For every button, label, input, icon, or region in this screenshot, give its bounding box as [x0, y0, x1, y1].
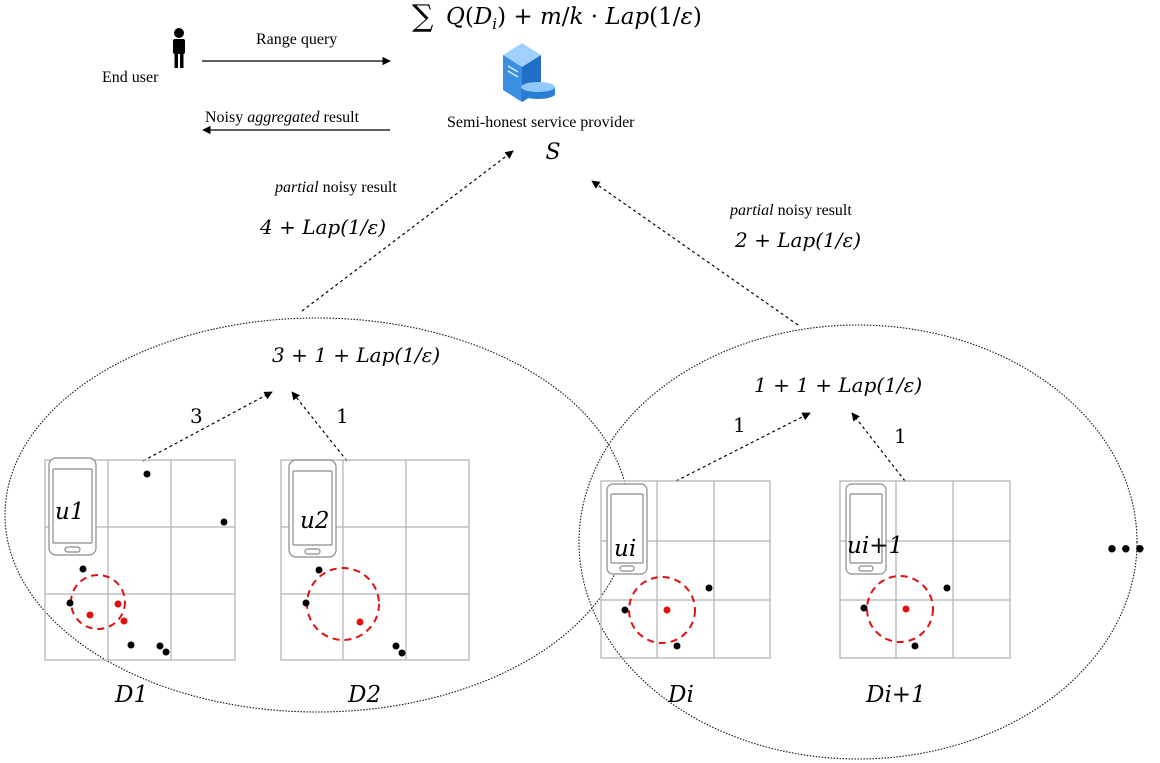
phone-icon	[288, 459, 337, 558]
left-group-sum: 3 + 1 + Lap(1/ε)	[272, 343, 440, 367]
svg-text:∑: ∑	[412, 0, 434, 34]
user-label: ui	[614, 536, 636, 562]
server-icon	[503, 43, 555, 102]
phone-icon	[48, 457, 97, 556]
grid-di	[600, 480, 771, 659]
points	[66, 470, 228, 656]
range-region	[628, 576, 696, 644]
range-region	[866, 575, 934, 643]
dataset-d1: u1 D1	[44, 457, 236, 708]
left-partial-value: 4 + Lap(1/ε)	[259, 215, 386, 239]
range-query-label: Range query	[256, 31, 337, 48]
right-count-a: 1	[733, 413, 746, 437]
points	[860, 584, 951, 650]
user-label: u1	[55, 499, 84, 525]
left-partial-label: partial noisy result	[274, 179, 397, 196]
dataset-label: Di+1	[865, 682, 926, 708]
end-user-label: End user	[102, 69, 159, 86]
svg-text:Q(Di) + m/k · Lap(1/ε): Q(Di) + m/k · Lap(1/ε)	[446, 4, 702, 33]
dataset-di-plus-1: ui+1 Di+1	[839, 480, 1011, 708]
dataset-d2: u2 D2	[280, 459, 470, 708]
dataset-di: ui Di	[600, 480, 771, 708]
right-group-bubble	[578, 324, 1138, 760]
provider-label: Semi-honest service provider	[447, 114, 635, 131]
left-partial-arrow	[301, 150, 514, 312]
points	[302, 566, 406, 657]
points	[621, 584, 713, 650]
dataset-label: Di	[667, 682, 694, 708]
right-group-sum: 1 + 1 + Lap(1/ε)	[754, 373, 922, 397]
left-count-a: 3	[190, 404, 203, 428]
ellipsis: ...	[1105, 515, 1147, 562]
dataset-label: D1	[114, 682, 148, 708]
provider-symbol: S	[545, 140, 560, 165]
end-user-icon	[173, 28, 185, 68]
user-label: u2	[300, 508, 329, 534]
right-count-a-arrow	[675, 412, 811, 482]
aggregate-formula: ∑ Q(Di) + m/k · Lap(1/ε)	[412, 0, 702, 34]
left-count-b: 1	[336, 404, 349, 428]
user-label: ui+1	[847, 533, 903, 559]
left-count-a-arrow	[142, 391, 273, 462]
right-count-b: 1	[894, 424, 907, 448]
right-partial-label: partial noisy result	[729, 202, 852, 219]
dataset-label: D2	[347, 682, 381, 708]
phone-icon	[845, 483, 887, 575]
right-partial-value: 2 + Lap(1/ε)	[734, 228, 861, 252]
left-count-b-arrow	[291, 391, 348, 462]
right-count-b-arrow	[851, 412, 906, 482]
phone-icon	[606, 483, 648, 575]
noisy-result-label: Noisy aggregated result	[205, 109, 360, 126]
